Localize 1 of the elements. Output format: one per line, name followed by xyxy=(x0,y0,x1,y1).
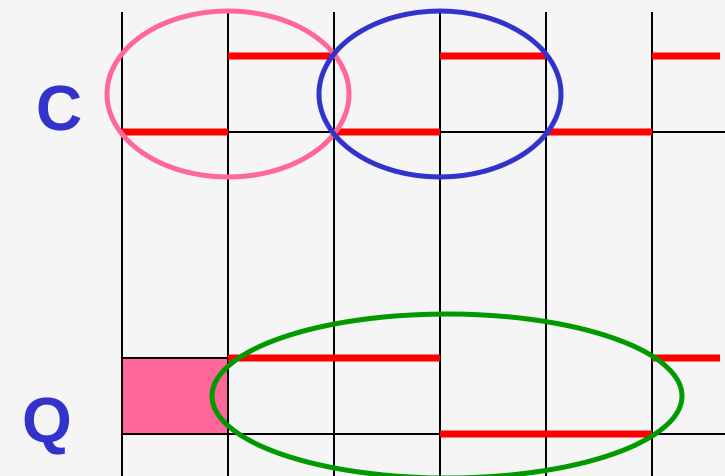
signal-label: C xyxy=(36,76,82,140)
